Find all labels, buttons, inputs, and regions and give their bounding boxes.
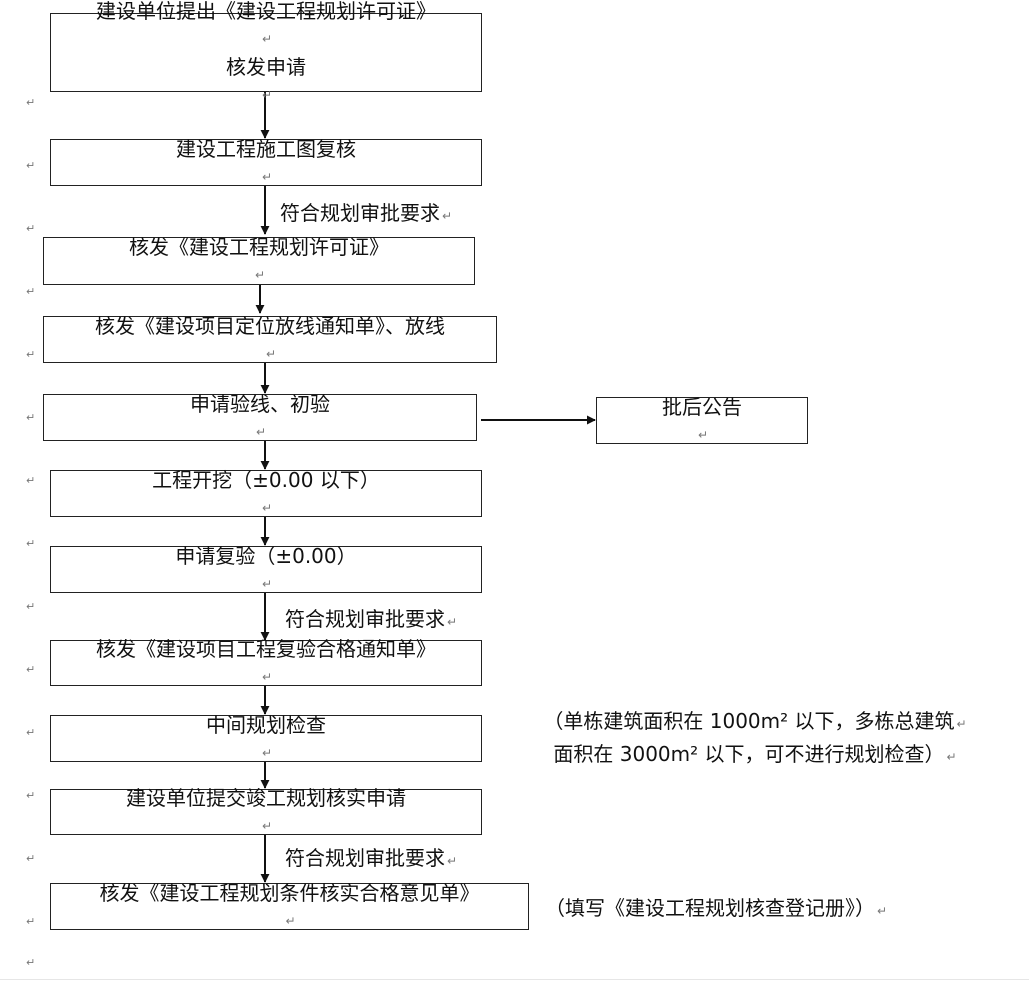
step-1-line-1: 建设单位提出《建设工程规划许可证》 (96, 0, 436, 23)
paragraph-mark: ↵ (447, 854, 458, 868)
step-7-label: 申请复验（±0.00） (175, 543, 357, 568)
paragraph-mark: ↵ (26, 348, 36, 361)
step-9-label: 中间规划检查 (206, 712, 326, 737)
paragraph-mark: ↵ (26, 159, 36, 172)
paragraph-mark: ↵ (26, 956, 36, 969)
step-5-label: 申请验线、初验 (190, 391, 330, 416)
step-8-label: 核发《建设项目工程复验合格通知单》 (96, 637, 436, 661)
side-box-public-notice: 批后公告 ↵ (596, 395, 808, 444)
paragraph-mark: ↵ (26, 285, 36, 298)
step-5-line-inspection: 申请验线、初验 ↵ (43, 392, 477, 441)
paragraph-mark: ↵ (447, 615, 458, 629)
note-register: （填写《建设工程规划核查登记册》）↵ (545, 893, 887, 926)
paragraph-mark: ↵ (26, 915, 36, 928)
step-2-drawing-review: 建设工程施工图复核 ↵ (50, 137, 482, 186)
paragraph-mark: ↵ (26, 411, 36, 424)
paragraph-mark: ↵ (265, 346, 277, 361)
paragraph-mark: ↵ (956, 717, 967, 731)
note-1-line-1: （单栋建筑面积在 1000m² 以下，多栋总建筑 (543, 709, 955, 733)
paragraph-mark: ↵ (255, 424, 267, 439)
paragraph-mark: ↵ (254, 268, 266, 282)
paragraph-mark: ↵ (26, 600, 36, 613)
note-area-exemption: （单栋建筑面积在 1000m² 以下，多栋总建筑↵ 面积在 3000m² 以下，… (512, 706, 998, 772)
step-7-reinspection-request: 申请复验（±0.00） ↵ (50, 544, 482, 593)
condition-label-3: 符合规划审批要求↵ (285, 846, 458, 870)
step-10-completion-request: 建设单位提交竣工规划核实申请 ↵ (50, 786, 482, 835)
paragraph-mark: ↵ (877, 904, 888, 918)
step-1-application: 建设单位提出《建设工程规划许可证》 ↵ 核发申请 ↵ (50, 0, 482, 102)
paragraph-mark: ↵ (261, 500, 273, 515)
step-2-label: 建设工程施工图复核 (176, 136, 356, 161)
paragraph-mark: ↵ (261, 819, 273, 833)
paragraph-mark: ↵ (261, 670, 273, 684)
step-3-label: 核发《建设工程规划许可证》 (129, 235, 389, 259)
step-4-label: 核发《建设项目定位放线通知单》、放线 (95, 313, 445, 338)
paragraph-mark: ↵ (26, 726, 36, 739)
step-8-reinspection-notice: 核发《建设项目工程复验合格通知单》 ↵ (50, 637, 482, 686)
step-9-interim-check: 中间规划检查 ↵ (50, 713, 482, 762)
step-11-label: 核发《建设工程规划条件核实合格意见单》 (99, 880, 480, 905)
paragraph-mark: ↵ (261, 31, 273, 46)
step-1-line-2: 核发申请 (226, 54, 306, 79)
paragraph-mark: ↵ (261, 169, 273, 184)
step-3-issue-permit: 核发《建设工程规划许可证》 ↵ (43, 235, 475, 285)
note-1-line-2: 面积在 3000m² 以下，可不进行规划检查） (553, 742, 945, 766)
paragraph-mark: ↵ (442, 209, 453, 223)
note-2-text: （填写《建设工程规划核查登记册》） (545, 896, 875, 920)
paragraph-mark: ↵ (26, 852, 36, 865)
paragraph-mark: ↵ (261, 87, 273, 102)
paragraph-mark: ↵ (26, 222, 36, 235)
paragraph-mark: ↵ (26, 474, 36, 487)
step-6-excavation: 工程开挖（±0.00 以下） ↵ (50, 468, 482, 517)
condition-label-1: 符合规划审批要求↵ (280, 201, 453, 225)
paragraph-mark: ↵ (697, 427, 709, 442)
paragraph-mark: ↵ (261, 576, 273, 591)
side-box-label: 批后公告 (662, 394, 742, 419)
step-6-label: 工程开挖（±0.00 以下） (152, 467, 380, 492)
page-bottom-rule (0, 979, 1029, 980)
paragraph-mark: ↵ (946, 750, 957, 764)
paragraph-mark: ↵ (26, 789, 36, 802)
condition-label-2: 符合规划审批要求↵ (285, 607, 458, 631)
paragraph-mark: ↵ (261, 745, 273, 760)
step-11-verification-opinion: 核发《建设工程规划条件核实合格意见单》 ↵ (50, 881, 529, 930)
paragraph-mark: ↵ (26, 96, 36, 109)
paragraph-mark: ↵ (26, 537, 36, 550)
step-4-positioning-notice: 核发《建设项目定位放线通知单》、放线 ↵ (43, 314, 497, 363)
paragraph-mark: ↵ (285, 913, 296, 928)
paragraph-mark: ↵ (26, 663, 36, 676)
step-10-label: 建设单位提交竣工规划核实申请 (126, 786, 406, 810)
